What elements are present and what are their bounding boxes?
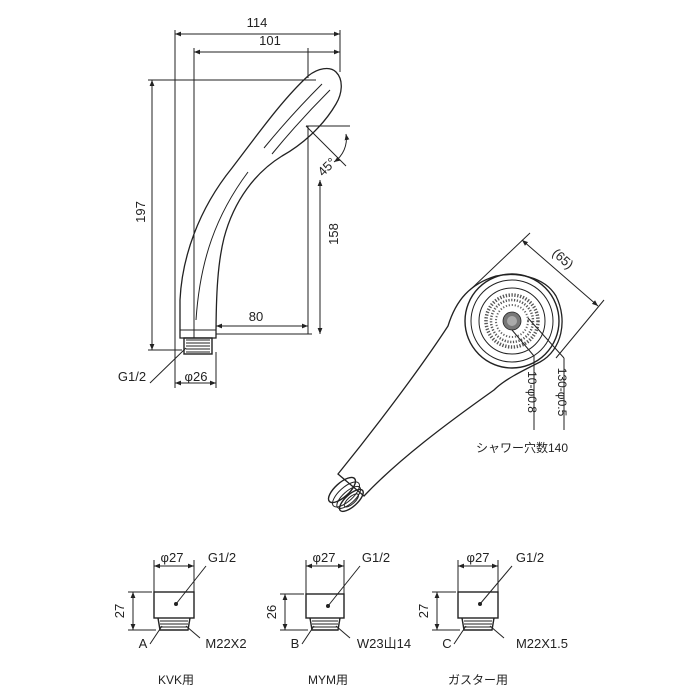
diameter-label: φ26 [185,369,208,384]
adapter-b-diameter: φ27 [313,550,336,565]
dim-197: 197 [133,201,148,223]
dim-114: 114 [247,15,268,30]
adapter-c: φ27 G1/2 27 C M22X1.5 ガスター用 [416,550,568,687]
adapter-b: φ27 G1/2 26 B W23山14 MYM用 [264,550,411,687]
dim-101: 101 [259,33,281,48]
adapter-b-body [305,593,345,619]
adapter-a-spec: M22X2 [205,636,246,651]
front-thread-connector [327,476,364,513]
front-view: (65) 10-φ0.8 130-φ0.5 シャワー穴数140 [327,232,605,513]
adapter-b-spec: W23山14 [357,636,411,651]
adapter-a-letter: A [139,636,148,651]
adapter-c-diameter: φ27 [467,550,490,565]
adapter-a-caption: KVK用 [158,673,194,687]
adapter-c-body [457,591,499,619]
side-view: 114 101 197 158 80 45° G1/2 φ26 [118,15,350,388]
adapter-c-thread: G1/2 [516,550,544,565]
adapter-a-body [153,591,195,619]
adapter-a-diameter: φ27 [161,550,184,565]
dim-80: 80 [249,309,263,324]
side-thread-connector [183,337,213,355]
adapter-a-thread: G1/2 [208,550,236,565]
shower-head-face-band [263,83,323,149]
holes-small-label: 130-φ0.5 [555,368,569,417]
adapter-c-spec: M22X1.5 [516,636,568,651]
hole-count-label: シャワー穴数140 [476,440,568,455]
spray-nozzle-ring [484,293,540,349]
spray-face-rim [464,273,560,369]
adapter-b-letter: B [291,636,300,651]
dim-45-degrees: 45° [315,155,340,180]
adapter-a: φ27 G1/2 27 A M22X2 KVK用 [112,550,247,687]
adapter-c-height: 27 [416,604,431,618]
adapter-b-caption: MYM用 [308,673,348,687]
adapter-c-letter: C [442,636,451,651]
dim-158: 158 [326,223,341,245]
adapter-b-height: 26 [264,605,279,619]
adapter-a-height: 27 [112,604,127,618]
holes-large-label: 10-φ0.8 [525,371,539,413]
adapter-c-caption: ガスター用 [448,673,508,687]
shower-head-side-body [179,67,342,339]
adapter-b-thread: G1/2 [362,550,390,565]
thread-label: G1/2 [118,369,146,384]
